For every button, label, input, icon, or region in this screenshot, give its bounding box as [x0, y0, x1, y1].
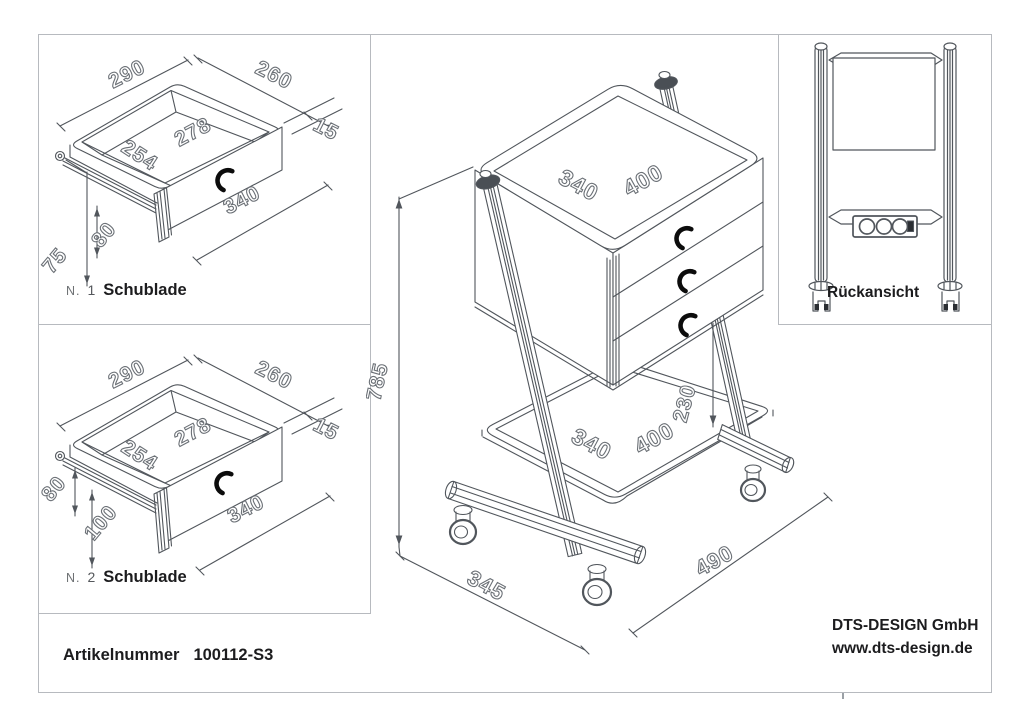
drawer-body — [54, 384, 283, 554]
dim-lines — [56, 354, 343, 576]
drawer1-number-prefix: N. — [66, 284, 81, 298]
dim-back-width: 290 — [105, 55, 149, 93]
power-switch — [906, 220, 915, 233]
dim-lip: 15 — [309, 113, 342, 145]
rear-view-caption: Rückansicht — [827, 284, 920, 301]
drawer-handle-icon — [214, 470, 234, 496]
drawer2-number-prefix: N. — [66, 571, 81, 585]
drawer1-title: Schublade — [103, 281, 187, 299]
dim-clearance-line — [709, 322, 717, 428]
article-number-value: 100112-S3 — [193, 646, 274, 664]
article-number-label: Artikelnummer — [63, 646, 180, 664]
caster-wheel — [581, 563, 613, 607]
drawer-handle-icon — [677, 268, 697, 294]
divider-footer — [38, 613, 371, 615]
base-rails — [444, 424, 795, 607]
company-website: www.dts-design.de — [832, 640, 973, 657]
back-panel — [832, 57, 936, 151]
dim-base-depth: 490 — [691, 540, 738, 581]
drawer2-number: 2 — [87, 569, 96, 585]
divider-rearview-left — [778, 34, 780, 325]
drawer-body — [54, 84, 283, 243]
dim-lip: 15 — [309, 413, 342, 445]
dim-top-width: 260 — [252, 56, 296, 94]
drawer2-isometric-drawing: 290 260 15 254 278 340 80 100 — [37, 354, 343, 576]
caster-rear-left — [808, 280, 834, 312]
power-outlet — [875, 218, 893, 235]
dim-side-height: 75 — [38, 244, 72, 278]
cart-isometric-drawing: 340 400 340 400 785 230 345 490 — [366, 70, 833, 655]
article-number-row: Artikelnummer 100112-S3 — [63, 646, 273, 665]
drawer-handle-icon — [678, 312, 698, 338]
sheet-edge-tick — [842, 693, 844, 699]
divider-rearview-bottom — [778, 324, 992, 326]
drawer-unit — [474, 84, 764, 391]
dim-side-height: 80 — [37, 472, 71, 506]
drawer2-title: Schublade — [103, 568, 187, 586]
dim-lines — [395, 166, 833, 655]
company-name: DTS-DESIGN GmbH — [832, 617, 979, 634]
drawer1-isometric-drawing: 290 260 15 254 278 340 80 75 — [38, 54, 343, 287]
company-block: DTS-DESIGN GmbH www.dts-design.de — [832, 614, 978, 660]
dim-front-height: 100 — [80, 501, 122, 545]
rear-view-drawing — [808, 42, 963, 312]
rear-frame — [814, 42, 957, 283]
front-post — [475, 169, 583, 558]
power-outlet — [858, 218, 876, 235]
dim-back-width: 290 — [105, 355, 149, 393]
drawer1-caption: N. 1 Schublade — [66, 281, 187, 300]
drawer-handle-icon — [674, 225, 694, 251]
caster-rear-right — [937, 280, 963, 312]
drawer1-number: 1 — [87, 282, 96, 298]
dim-total-height: 785 — [366, 361, 393, 403]
caster-wheel — [739, 464, 767, 503]
caster-wheel — [448, 504, 478, 546]
dim-front-height: 80 — [87, 218, 121, 252]
drawer-handle-icon — [215, 167, 235, 193]
sheet-border — [38, 34, 992, 693]
dim-top-width: 260 — [252, 356, 296, 394]
divider-drawer-panels — [38, 324, 371, 326]
power-strip — [852, 215, 918, 238]
dim-lines — [56, 54, 343, 287]
drawer2-caption: N. 2 Schublade — [66, 568, 187, 587]
